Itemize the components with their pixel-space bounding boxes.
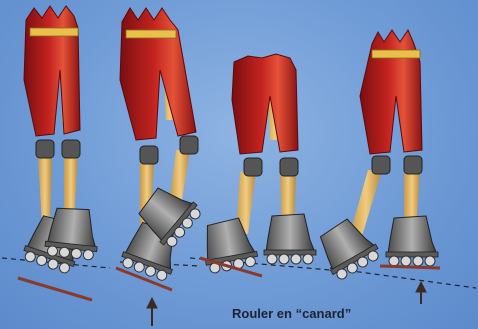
skater-figure: [312, 30, 440, 282]
skater-figure: [116, 8, 204, 290]
skater-figure: [18, 6, 101, 300]
arrow-up-icon: [416, 282, 426, 304]
arrow-up-icon: [147, 298, 157, 326]
skater-figure: [199, 54, 316, 276]
caption: Rouler en “canard”: [232, 306, 351, 321]
